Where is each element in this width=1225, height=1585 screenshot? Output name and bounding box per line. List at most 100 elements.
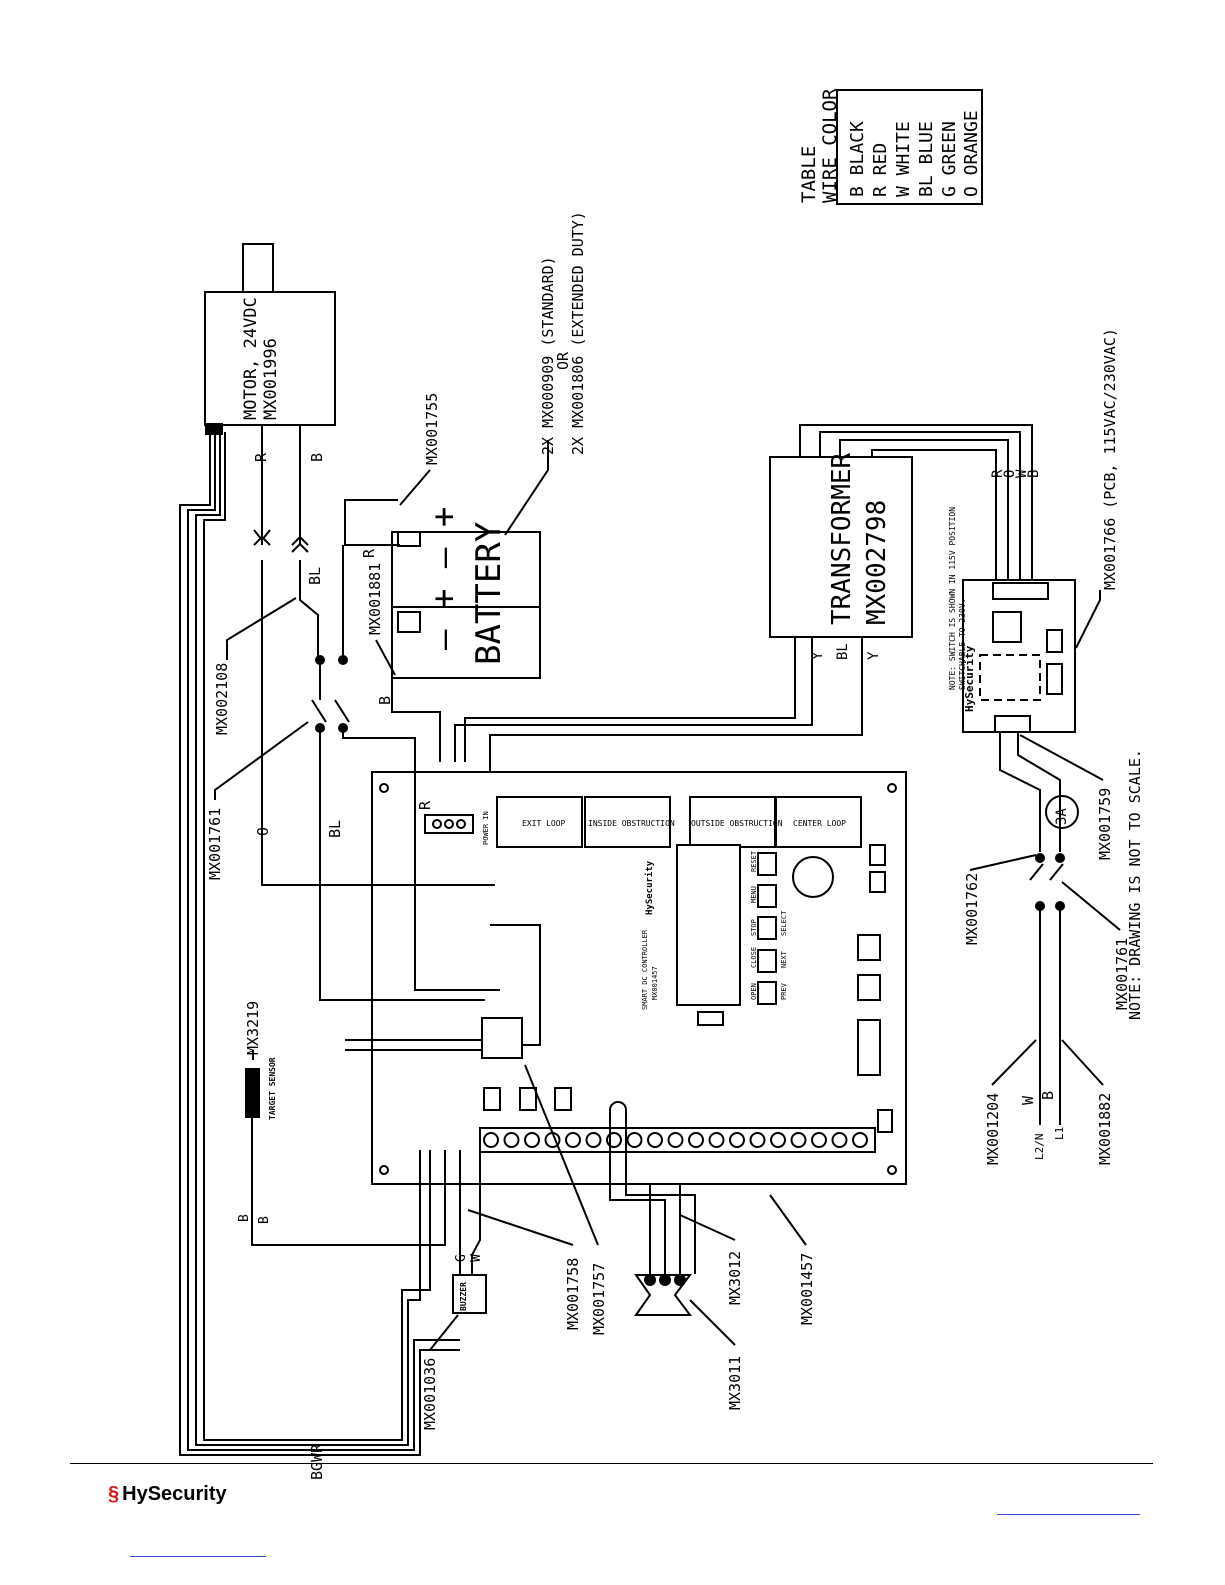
table-row: G GREEN (939, 121, 960, 197)
board-label: INSIDE OBSTRUCTION (588, 819, 675, 828)
table-row: B BLACK (847, 121, 868, 197)
wire-label: B (376, 696, 394, 705)
fuse-label: 3A (1054, 808, 1070, 825)
controller-label-2: MX001457 (651, 966, 659, 1000)
pcb-part-label: MX001766 (PCB, 115VAC/230VAC) (1101, 328, 1119, 590)
board-button: SELECT (780, 910, 788, 936)
power-in-label: POWER IN (482, 811, 490, 845)
wire-label: L1 (1053, 1127, 1066, 1140)
terminal-strip (483, 1132, 868, 1148)
part-label: MX001204 (984, 1093, 1002, 1165)
part-label: MX001882 (1096, 1093, 1114, 1165)
board-label: CENTER LOOP (793, 819, 846, 828)
battery-spec-2: OR (554, 351, 572, 370)
wire-label: Y (866, 651, 882, 660)
door-switch (634, 1274, 692, 1316)
part-label: MX001757 (590, 1263, 608, 1335)
power-pcb: HySecurity NOTE: SWITCH IS SHOWN IN 115V… (948, 507, 1076, 733)
terminal-screw (626, 1132, 643, 1148)
buzzer-label: BUZZER (459, 1282, 468, 1311)
table-title-1: TABLE (798, 146, 820, 203)
pcb-note-1: NOTE: SWITCH IS SHOWN IN 115V POSITION (948, 507, 957, 690)
terminal-screw (729, 1132, 745, 1148)
part-label: MX3219 (244, 1001, 262, 1055)
hysecurity-logo-icon: § (108, 1483, 120, 1505)
controller-board: EXIT LOOP INSIDE OBSTRUCTION OUTSIDE OBS… (371, 771, 907, 1185)
wire-label: B (1039, 1091, 1057, 1100)
table-row: BL BLUE (916, 121, 937, 197)
battery-spec-1: 2X MX000909 (STANDARD) (539, 256, 557, 455)
terminal-screw (606, 1132, 622, 1148)
motor: MOTOR, 24VDC MX001996 (204, 243, 336, 435)
wire-label: R (252, 452, 270, 462)
target-sensor: TARGET SENSOR (245, 1057, 277, 1120)
terminal-screw (503, 1132, 520, 1148)
wire-label: BL (326, 820, 344, 838)
wire-label: BGWR (308, 1443, 326, 1480)
terminal-screw (770, 1132, 786, 1148)
battery-spec-3: 2X MX001806 (EXTENDED DUTY) (569, 211, 587, 455)
terminal-screw (585, 1132, 602, 1148)
footer-link-left[interactable] (130, 1556, 266, 1557)
terminal-screw (749, 1132, 766, 1148)
part-label: MX001762 (963, 873, 981, 945)
board-button: CLOSE (750, 947, 758, 968)
transformer: TRANSFORMER MX002798 (769, 452, 913, 638)
terminal-screw (831, 1132, 848, 1148)
table-title-2: WIRE COLOR (819, 88, 841, 203)
part-label: MX001761 (1113, 938, 1131, 1010)
footer-logo-text: HySecurity (122, 1483, 227, 1505)
terminal-screw (483, 1132, 499, 1148)
wire-label: G (454, 1254, 469, 1262)
terminal-screw (667, 1132, 684, 1148)
terminal-screw (565, 1132, 581, 1148)
part-label: MX002108 (213, 663, 231, 735)
board-button: RESET (750, 850, 758, 872)
board-button: MENU (750, 886, 758, 903)
part-label: MX001759 (1096, 788, 1114, 860)
wire-label: BL (835, 643, 851, 660)
footer-link-right[interactable] (997, 1514, 1140, 1515)
wire-label: B (308, 453, 326, 462)
controller-brand: HySecurity (644, 860, 655, 915)
part-label: MX001036 (421, 1358, 439, 1430)
controller-label-1: SMART DC CONTROLLER (641, 929, 649, 1010)
target-sensor-label: TARGET SENSOR (268, 1057, 277, 1120)
part-label: MX001457 (798, 1253, 816, 1325)
wire-label: L2/N (1033, 1134, 1046, 1161)
part-label: MX001761 (206, 808, 224, 880)
transformer-label-1: TRANSFORMER (827, 452, 857, 625)
terminal-screw (688, 1132, 704, 1148)
transformer-label-2: MX002798 (862, 500, 892, 625)
part-label: MX001758 (564, 1258, 582, 1330)
table-row: O ORANGE (961, 110, 982, 197)
terminal-screw (811, 1132, 827, 1148)
part-label: MX3011 (726, 1356, 744, 1410)
terminal-screw (647, 1132, 663, 1148)
buzzer: BUZZER (452, 1274, 487, 1314)
wire-label: BL (306, 567, 324, 585)
pcb-brand: HySecurity (963, 645, 976, 712)
motor-label-1: MOTOR, 24VDC (241, 297, 261, 420)
battery-terminals: – + – + (424, 507, 464, 650)
battery: BATTERY – + – + (391, 507, 541, 679)
board-label: EXIT LOOP (522, 819, 566, 828)
scale-note: NOTE: DRAWING IS NOT TO SCALE. (1126, 749, 1144, 1020)
terminal-screw (524, 1132, 540, 1148)
part-label: MX001755 (423, 393, 441, 465)
board-button: STOP (750, 919, 758, 936)
wire-label: W (1014, 469, 1030, 478)
part-label: MX001881 (366, 563, 384, 635)
wire-label: R (416, 800, 434, 810)
wire-label: B (237, 1214, 252, 1222)
footer-logo: §HySecurity (108, 1483, 227, 1506)
part-label: MX3012 (726, 1251, 744, 1305)
board-button: OPEN (750, 983, 758, 1000)
board-label: OUTSIDE OBSTRUCTION (691, 819, 783, 828)
board-button: PREV (780, 982, 788, 1000)
wire-label: W (469, 1254, 484, 1262)
wire-label: Y (810, 651, 826, 660)
wire-label: B (1026, 470, 1042, 478)
terminal-screw (708, 1132, 725, 1148)
